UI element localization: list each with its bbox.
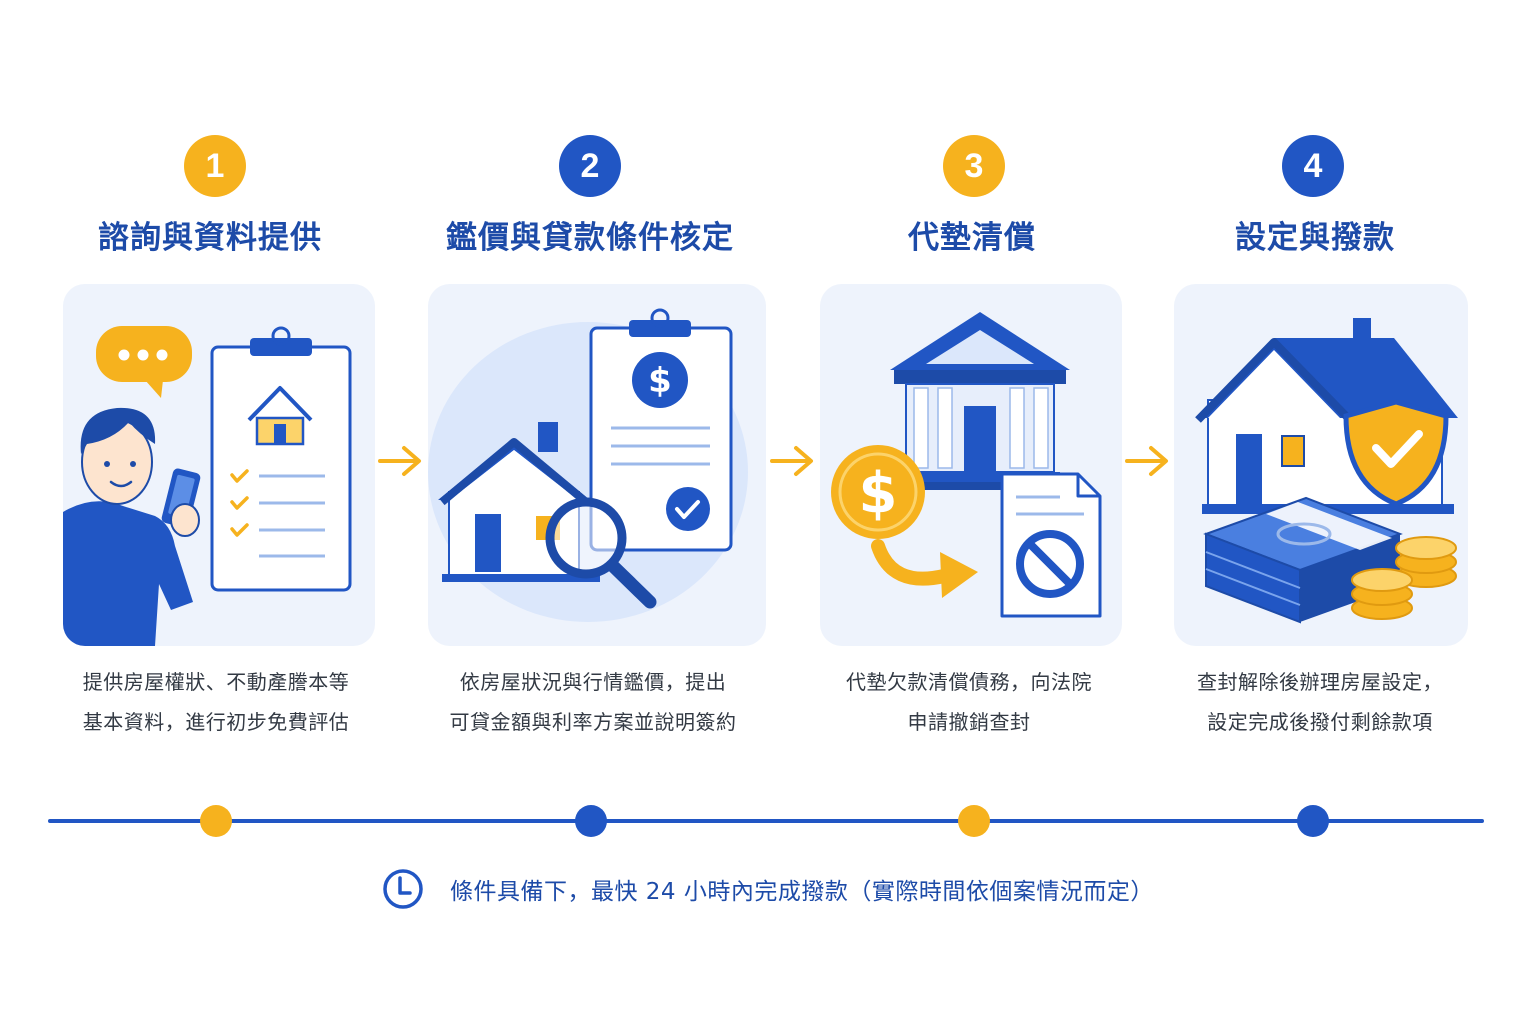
step-3-desc-line1: 代墊欠款清償債務，向法院 [846,670,1092,694]
step-4-description: 查封解除後辦理房屋設定， 設定完成後撥付剩餘款項 [1120,662,1520,742]
consultation-clipboard-icon [63,326,352,646]
timeline-dot-1 [200,805,232,837]
step-1-description: 提供房屋權狀、不動產謄本等 基本資料，進行初步免費評估 [16,662,416,742]
arrow-right-icon [378,446,421,476]
step-3-title: 代墊清償 [908,220,1036,256]
step-3-card: $ [820,284,1122,646]
step-4-card [1174,284,1468,646]
step-3-description: 代墊欠款清償債務，向法院 申請撤銷查封 [769,662,1169,742]
step-2-desc-line1: 依房屋狀況與行情鑑價，提出 [459,670,727,694]
appraisal-magnifier-icon: $ [428,308,748,622]
step-2-card: $ [428,284,766,646]
arrow-right-icon [1125,446,1168,476]
step-2-number: 2 [559,135,621,197]
clock-icon [383,869,423,909]
step-3-desc-line2: 申請撤銷查封 [907,710,1031,734]
step-1-desc-line2: 基本資料，進行初步免費評估 [82,710,350,734]
house-money-shield-icon [1195,318,1458,624]
step-1-desc-line1: 提供房屋權狀、不動產謄本等 [82,670,350,694]
svg-text:$: $ [648,361,672,401]
timeline-dot-4 [1297,805,1329,837]
timeline-dot-3 [958,805,990,837]
footer-note-text: 條件具備下，最快 24 小時內完成撥款（實際時間依個案情況而定） [449,879,1154,905]
step-1-card [63,284,375,646]
timeline-dot-2 [575,805,607,837]
svg-text:$: $ [859,461,898,526]
bank-payment-icon: $ [831,312,1102,618]
footer-note: 條件具備下，最快 24 小時內完成撥款（實際時間依個案情況而定） [0,868,1536,910]
step-1-number: 1 [184,135,246,197]
step-4-desc-line2: 設定完成後撥付剩餘款項 [1207,710,1433,734]
timeline-line [48,819,1484,823]
arrow-right-icon [770,446,813,476]
step-4-desc-line1: 查封解除後辦理房屋設定， [1197,670,1443,694]
step-2-desc-line2: 可貸金額與利率方案並說明簽約 [449,710,737,734]
step-3-number: 3 [943,135,1005,197]
step-1-title: 諮詢與資料提供 [98,220,322,256]
step-2-title: 鑑價與貸款條件核定 [446,220,734,256]
step-2-description: 依房屋狀況與行情鑑價，提出 可貸金額與利率方案並說明簽約 [393,662,793,742]
step-4-number: 4 [1282,135,1344,197]
step-4-title: 設定與撥款 [1235,220,1395,256]
